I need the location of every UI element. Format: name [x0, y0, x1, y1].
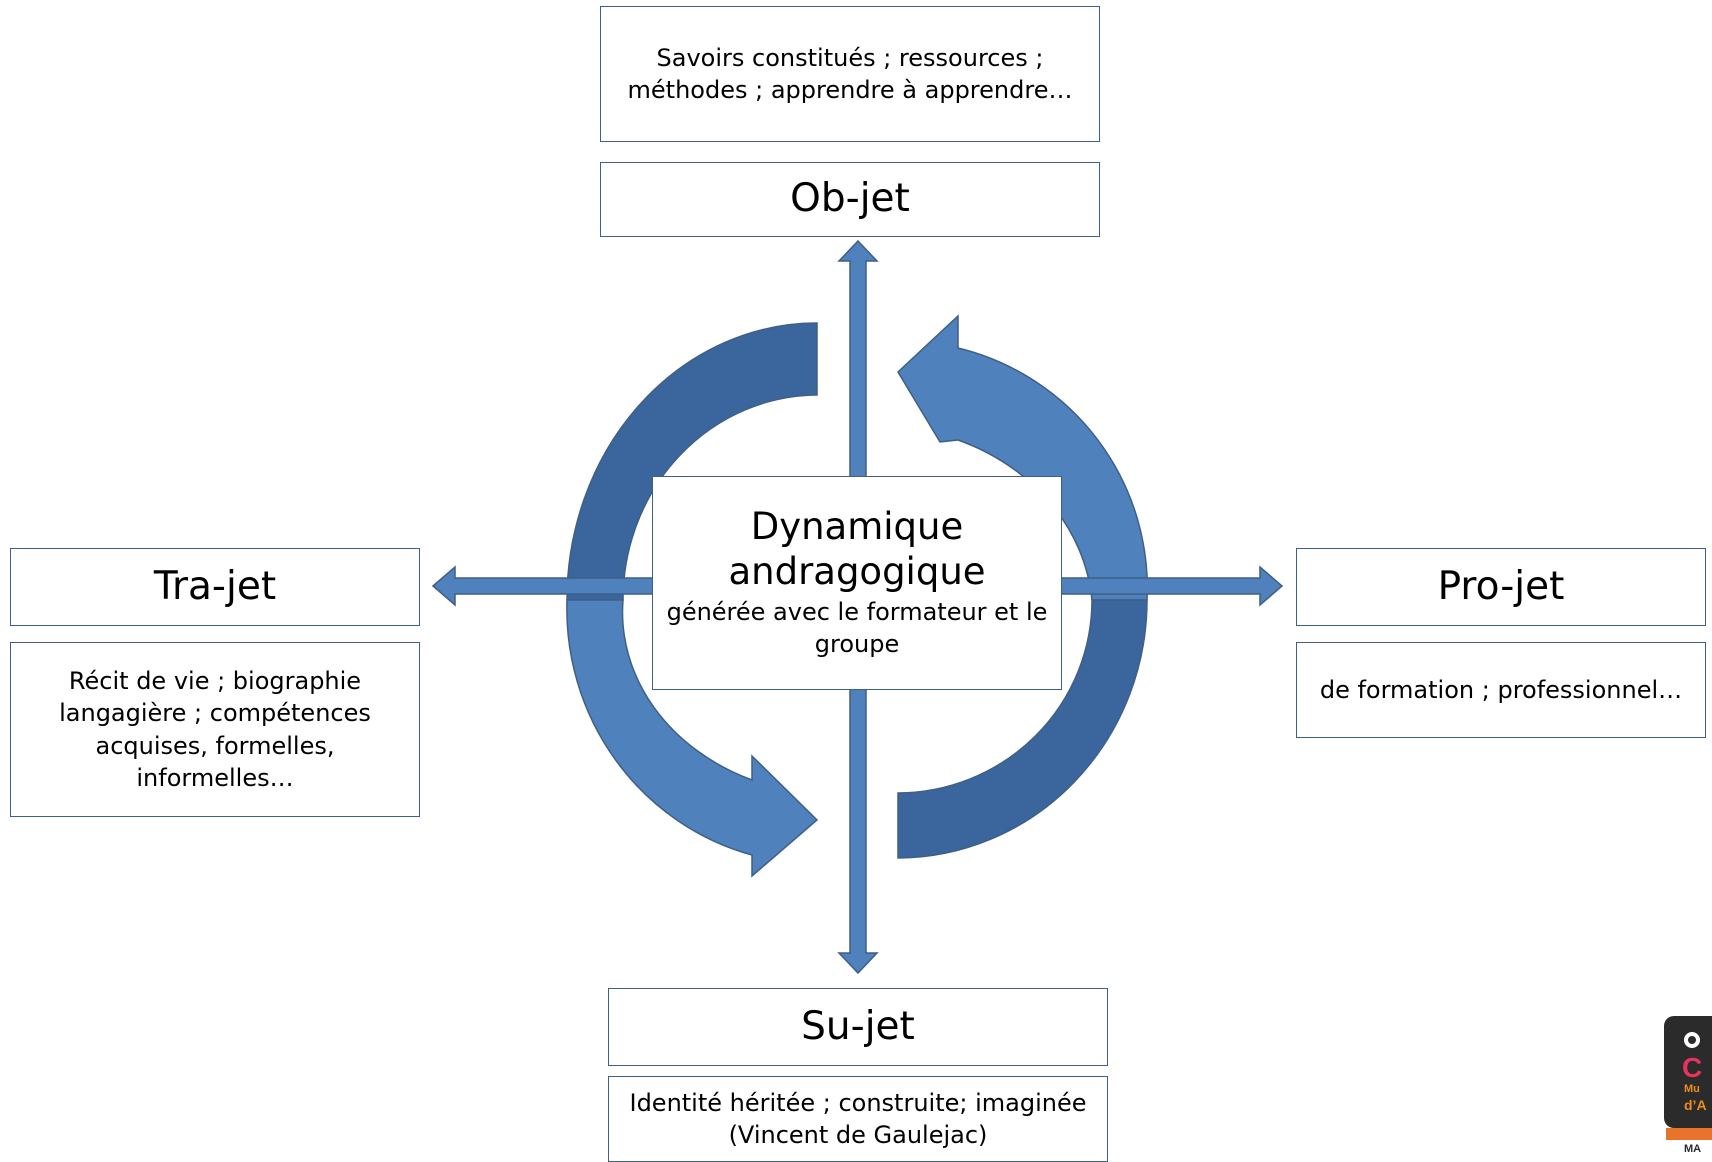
curved-arrow-bottom-right	[897, 599, 1148, 859]
curved-arrow-bottom-left	[566, 599, 819, 878]
logo-line3: MA	[1684, 1143, 1702, 1155]
center-subtitle: générée avec le formateur et le groupe	[666, 598, 1048, 659]
center-title: Dynamique andragogique	[728, 505, 986, 593]
sujet-description-box: Identité héritée ; construite; imaginée …	[608, 1076, 1108, 1162]
projet-description: de formation ; professionnel…	[1319, 675, 1683, 704]
logo-ring-icon	[1684, 1032, 1700, 1048]
sujet-title: Su-jet	[801, 1003, 915, 1049]
sujet-description: Identité héritée ; construite; imaginée …	[629, 1088, 1087, 1149]
projet-title: Pro-jet	[1437, 563, 1565, 609]
projet-title-box: Pro-jet	[1296, 548, 1706, 626]
objet-description-box: Savoirs constitués ; ressources ; méthod…	[600, 6, 1100, 142]
logo-line1: Mu	[1684, 1083, 1700, 1095]
trajet-title-box: Tra-jet	[10, 548, 420, 626]
curved-arrow-top-right	[897, 314, 1149, 601]
trajet-description: Récit de vie ; biographie langagière ; c…	[59, 666, 371, 792]
objet-title: Ob-jet	[790, 176, 910, 222]
objet-title-box: Ob-jet	[600, 162, 1100, 237]
objet-description: Savoirs constitués ; ressources ; méthod…	[627, 43, 1073, 104]
logo-base-stripe	[1666, 1128, 1712, 1140]
center-box: Dynamique andragogique générée avec le f…	[652, 476, 1062, 690]
museum-logo: C Mu d’A MA	[1664, 1016, 1712, 1156]
logo-letter: C	[1682, 1052, 1703, 1083]
trajet-description-box: Récit de vie ; biographie langagière ; c…	[10, 642, 420, 817]
trajet-title: Tra-jet	[153, 563, 277, 609]
logo-line2: d’A	[1684, 1097, 1707, 1113]
projet-description-box: de formation ; professionnel…	[1296, 642, 1706, 738]
sujet-title-box: Su-jet	[608, 988, 1108, 1066]
